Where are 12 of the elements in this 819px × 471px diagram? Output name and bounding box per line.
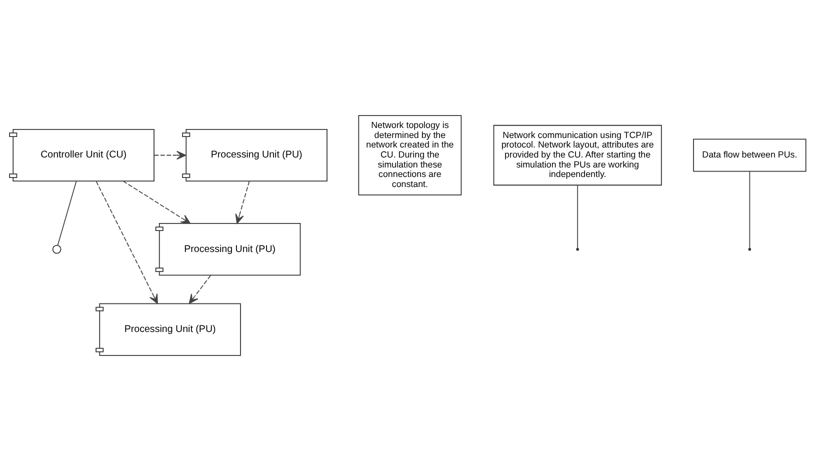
connector: [749, 170, 750, 249]
connector: [577, 184, 578, 249]
arrow: [96, 180, 158, 304]
node-box: Network topology is determined by the network created in the CU. During the simulation these connections are constant.: [358, 115, 462, 196]
arrow: [188, 275, 212, 304]
arrow: [122, 180, 191, 224]
arrow: [154, 150, 186, 160]
node-circle: [52, 244, 62, 254]
node-box: Data flow between PUs.: [693, 138, 806, 172]
node-box: Network communication using TCP/IP protocol. Network layout, attributes are provided by the CU. After starting the simulation the PUs are working independently.: [493, 124, 662, 186]
connector: [57, 180, 77, 246]
arrow: [235, 180, 250, 224]
